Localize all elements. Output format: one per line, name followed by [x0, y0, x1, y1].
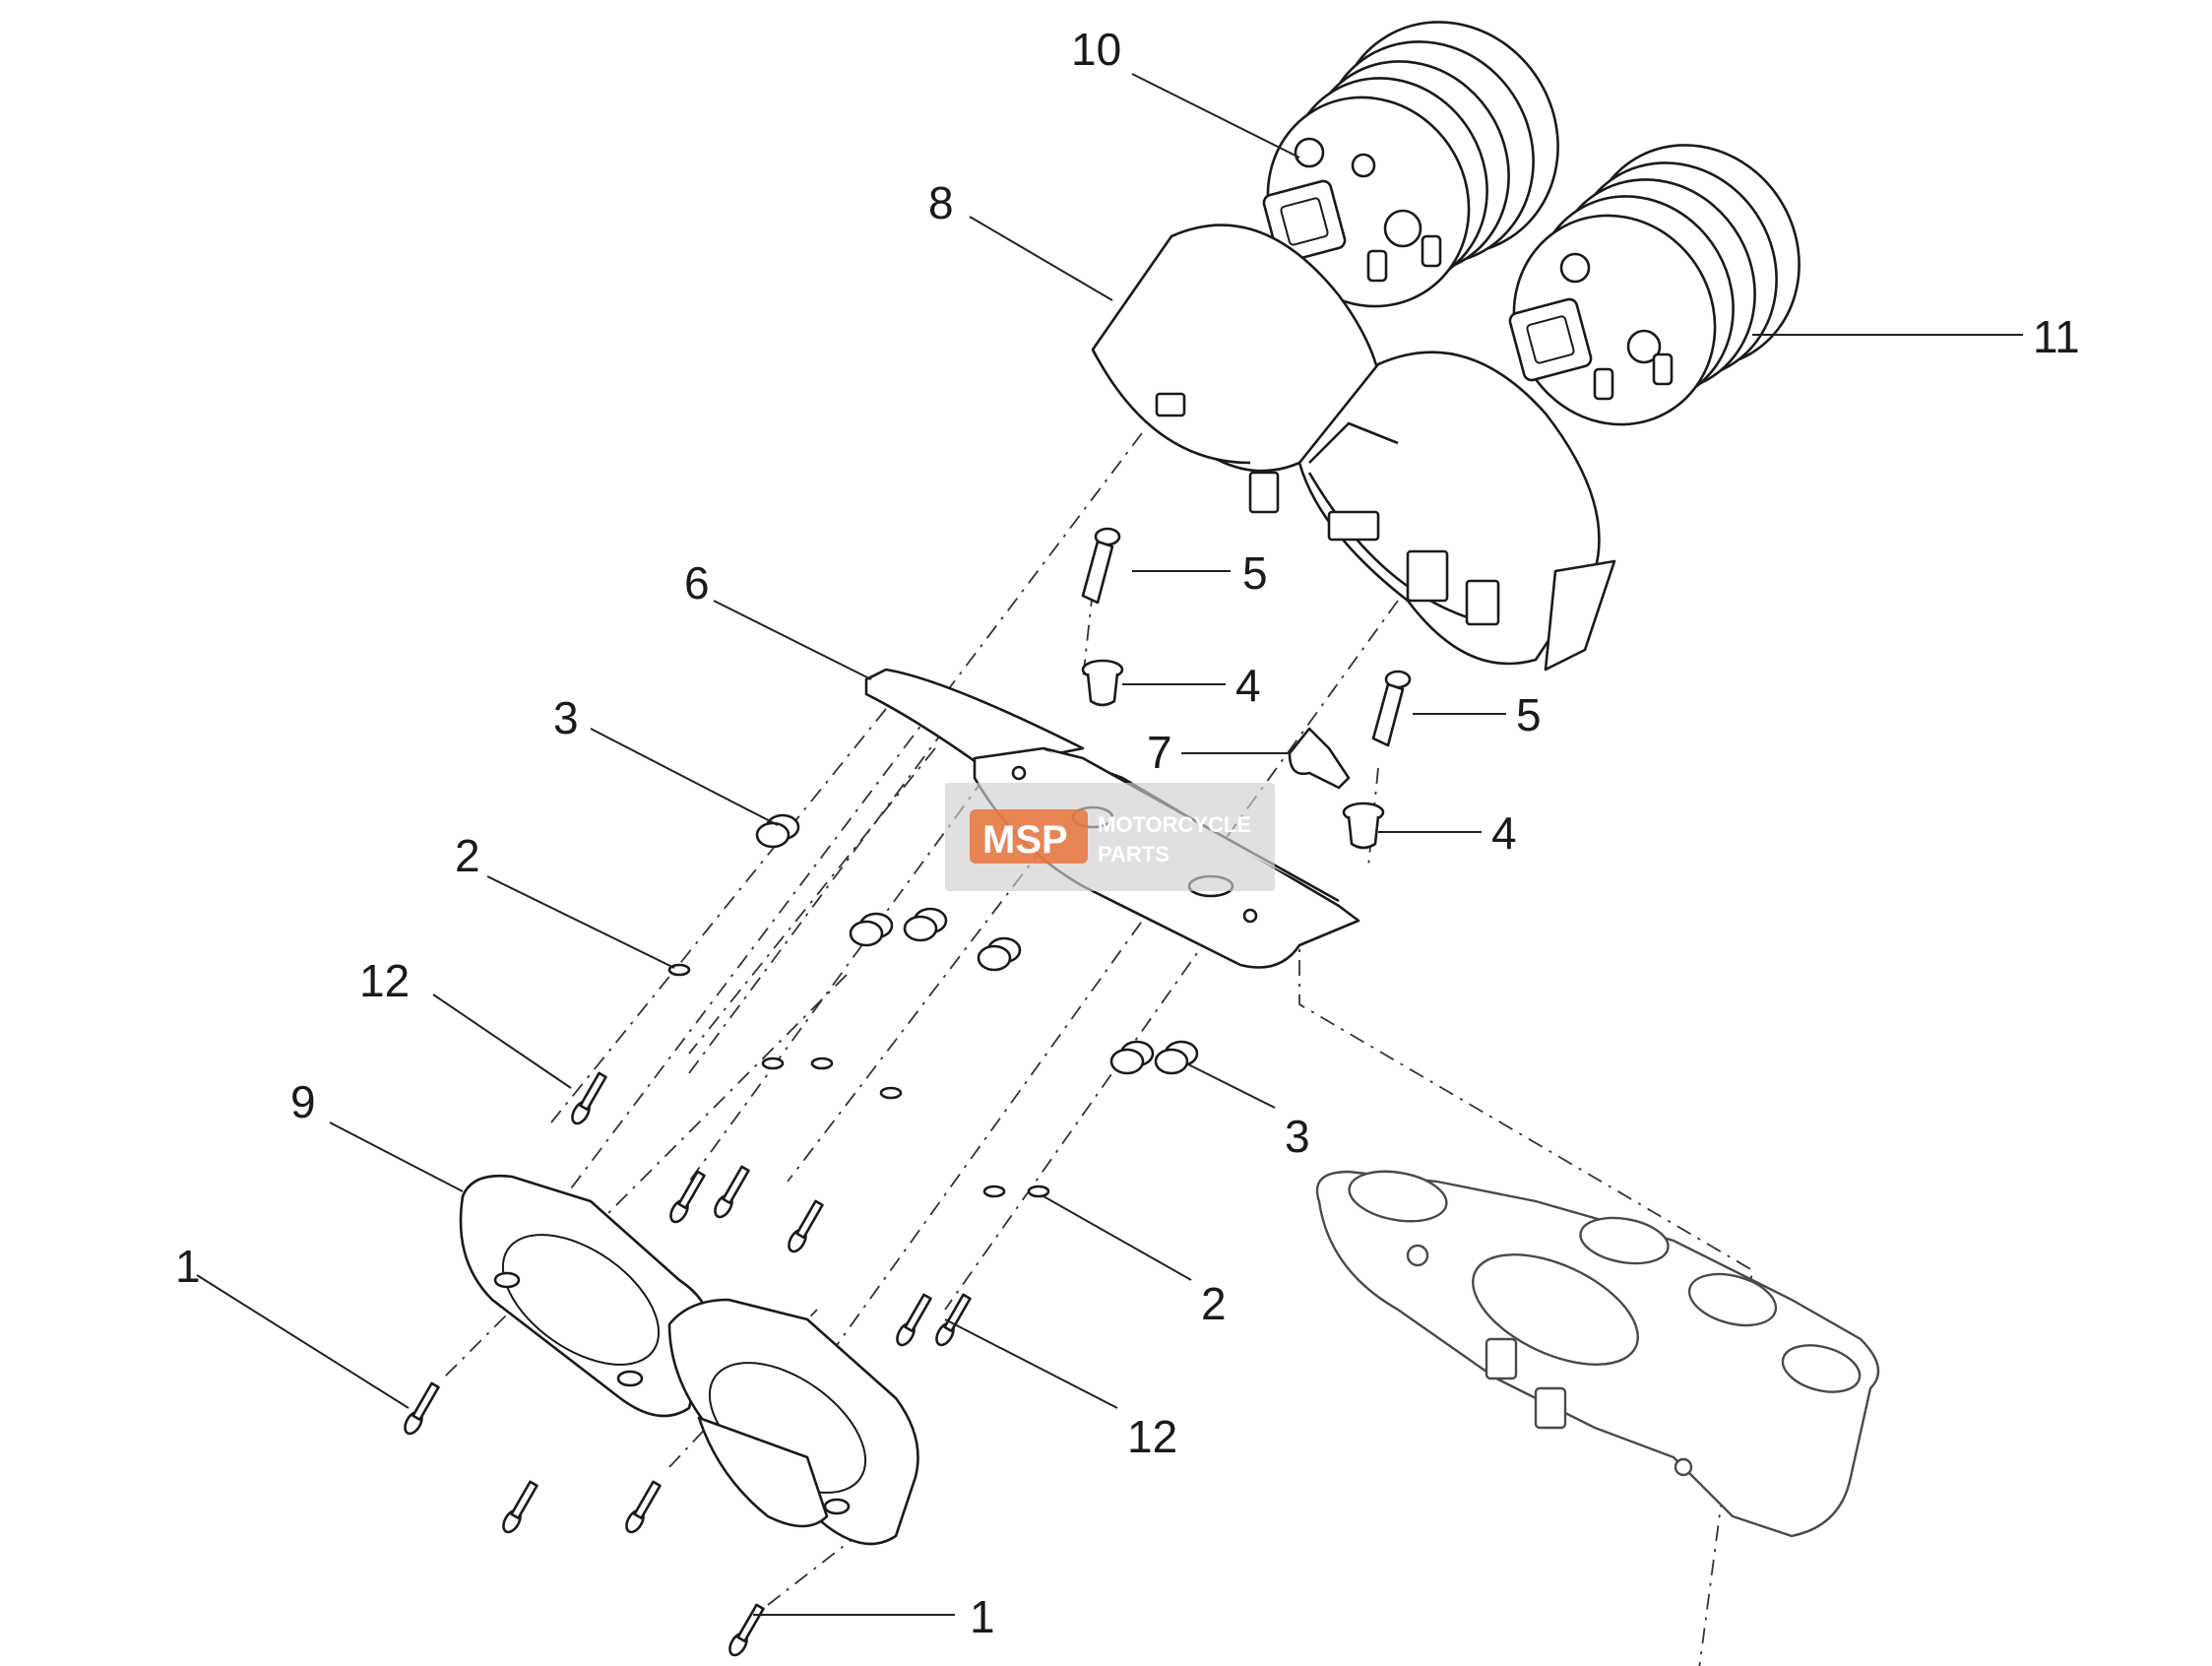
- callout-12-left: 12: [359, 955, 410, 1006]
- clip-part: [1288, 727, 1351, 790]
- gauge-lower: [1508, 144, 1801, 426]
- callout-4-upper: 4: [1235, 660, 1261, 711]
- pin-upper: [1081, 527, 1121, 605]
- leader-lines: [196, 73, 2023, 1616]
- grommets: [755, 813, 1199, 1075]
- assembly-axis-lines: [442, 432, 1753, 1666]
- callout-3-right: 3: [1285, 1111, 1310, 1162]
- callout-3-left: 3: [553, 692, 579, 743]
- watermark-line1: MOTORCYCLE: [1098, 812, 1251, 837]
- callout-11: 11: [2033, 311, 2080, 362]
- pin-lower: [1371, 670, 1412, 747]
- callout-1-left: 1: [175, 1241, 201, 1292]
- gauge-upper: [1262, 21, 1559, 308]
- gauge-housing: [1091, 224, 1616, 672]
- callout-9: 9: [290, 1076, 316, 1127]
- watermark: MSP MOTORCYCLE PARTS: [945, 783, 1275, 891]
- lower-cover: [459, 1174, 919, 1546]
- watermark-line2: PARTS: [1098, 842, 1169, 866]
- callout-1-bottom: 1: [970, 1591, 995, 1642]
- callout-6: 6: [684, 557, 710, 609]
- callout-12-right: 12: [1127, 1411, 1177, 1462]
- callout-2-right: 2: [1201, 1278, 1227, 1329]
- watermark-logo-text: MSP: [982, 818, 1068, 862]
- callout-8: 8: [928, 177, 954, 228]
- washers: [667, 963, 1050, 1198]
- callout-10: 10: [1071, 24, 1121, 75]
- callout-7: 7: [1147, 727, 1172, 778]
- bushing-lower: [1342, 801, 1385, 850]
- callouts: 10 8 11 5 6 4 5 3 7 4 2 12 3 9 1 2 12 1: [175, 24, 2080, 1642]
- callout-2-left: 2: [455, 830, 480, 881]
- callout-4-lower: 4: [1491, 807, 1517, 859]
- callout-5-lower: 5: [1516, 689, 1542, 740]
- triple-clamp: [1315, 1170, 1880, 1538]
- screws: [404, 1071, 972, 1657]
- callout-5-upper: 5: [1242, 547, 1268, 599]
- bushing-upper: [1081, 659, 1124, 707]
